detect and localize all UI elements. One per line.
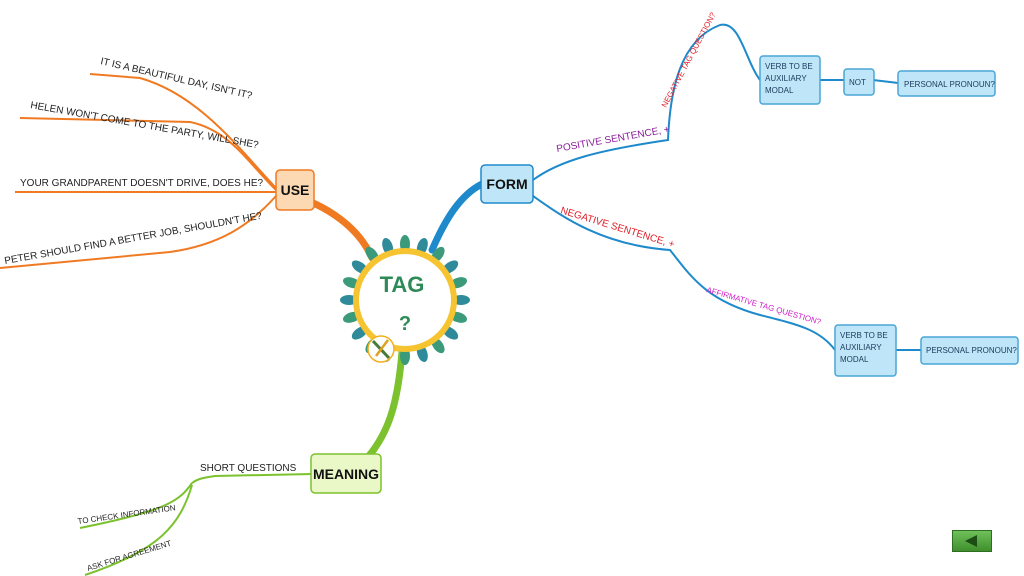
- not-box[interactable]: [843, 68, 875, 96]
- back-button[interactable]: [952, 530, 992, 552]
- meaning-node[interactable]: [310, 453, 382, 494]
- center-node[interactable]: TAG ?: [340, 235, 470, 365]
- form-branch: POSITIVE SENTENCE, + NEGATIVE TAG QUESTI…: [428, 10, 1019, 377]
- center-symbol: ?: [399, 313, 411, 335]
- use-example-4: PETER SHOULD FIND A BETTER JOB, SHOULDN'…: [4, 211, 264, 267]
- center-disc: [359, 254, 451, 346]
- negative-verb-line-3: MODAL: [840, 355, 869, 364]
- meaning-sub-line: [191, 473, 313, 484]
- meaning-item-2: ASK FOR AGREEMENT: [86, 539, 172, 573]
- form-main-connector: [428, 180, 486, 254]
- use-example-line-4: [0, 195, 277, 269]
- negative-pronoun-label: PERSONAL PRONOUN?: [926, 346, 1017, 355]
- use-branch: IT IS A BEAUTIFUL DAY, ISN'T IT? HELEN W…: [0, 56, 376, 269]
- negative-verb-box[interactable]: [834, 324, 897, 377]
- negative-verb-line-2: AUXILIARY: [840, 343, 882, 352]
- negative-verb-line-1: VERB TO BE: [840, 331, 888, 340]
- form-node-label: FORM: [486, 176, 527, 192]
- use-example-line-2: [19, 117, 277, 191]
- positive-verb-box[interactable]: [759, 55, 821, 105]
- use-example-2: HELEN WON'T COME TO THE PARTY, WILL SHE?: [29, 100, 259, 151]
- meaning-sub-label: SHORT QUESTIONS: [200, 463, 297, 474]
- use-node-label: USE: [281, 182, 310, 198]
- use-example-line-1: [89, 73, 277, 189]
- pencil-icon[interactable]: [367, 335, 395, 363]
- left-triangle-icon: [965, 535, 977, 547]
- use-example-3: YOUR GRANDPARENT DOESN'T DRIVE, DOES HE?: [20, 178, 264, 189]
- negative-sentence-label: NEGATIVE SENTENCE, +: [559, 205, 676, 250]
- center-title: TAG: [380, 272, 425, 297]
- meaning-main-connector: [351, 348, 406, 474]
- meaning-item-line-2: [84, 484, 193, 576]
- positive-verb-line-1: VERB TO BE: [765, 62, 813, 71]
- positive-verb-line-3: MODAL: [765, 86, 794, 95]
- meaning-item-1: TO CHECK INFORMATION: [77, 503, 176, 526]
- negative-pronoun-box[interactable]: [920, 336, 1019, 365]
- meaning-branch: SHORT QUESTIONS TO CHECK INFORMATION ASK…: [77, 348, 406, 576]
- positive-pronoun-box[interactable]: [897, 70, 996, 97]
- use-node[interactable]: [275, 169, 315, 211]
- positive-pronoun-label: PERSONAL PRONOUN?: [904, 80, 995, 89]
- not-to-pronoun-line: [872, 79, 899, 84]
- form-node[interactable]: [480, 164, 534, 204]
- negative-tag-label: NEGATIVE TAG QUESTION?: [660, 10, 718, 109]
- not-box-label: NOT: [849, 78, 866, 87]
- affirmative-tag-label: AFFIRMATIVE TAG QUESTION?: [705, 285, 822, 327]
- positive-verb-line-2: AUXILIARY: [765, 74, 807, 83]
- positive-sentence-line: [532, 23, 761, 181]
- meaning-item-line-1: [79, 482, 193, 529]
- negative-sentence-line: [532, 195, 836, 351]
- meaning-node-label: MEANING: [313, 466, 379, 482]
